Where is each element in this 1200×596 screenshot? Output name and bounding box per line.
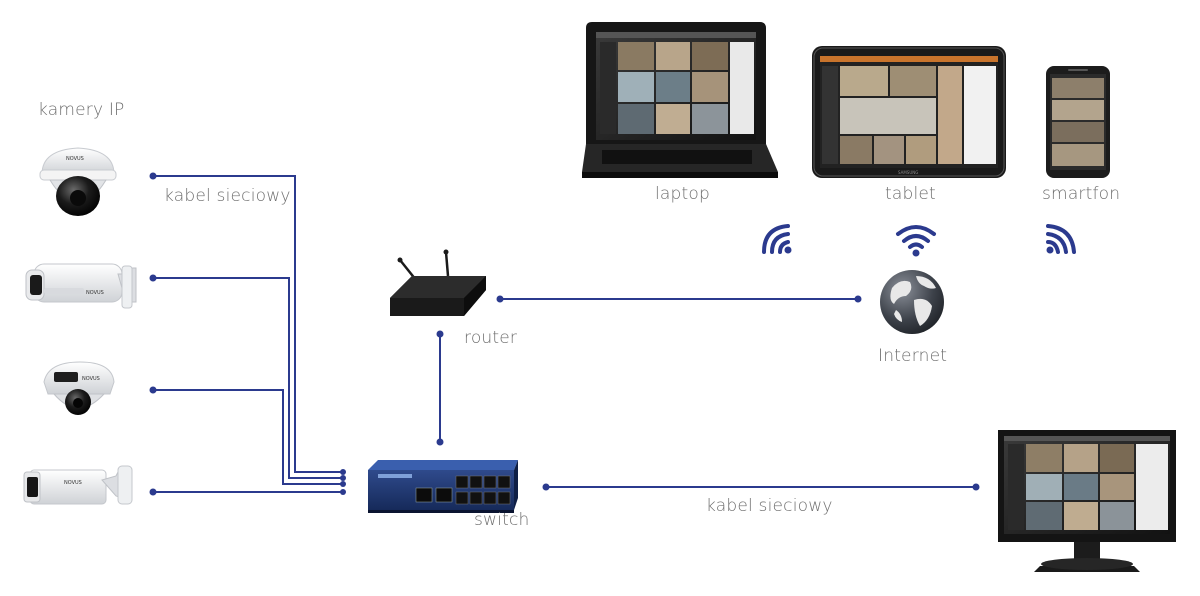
cable-camera-1 bbox=[153, 175, 343, 473]
mini-dome-camera-icon: NOVUS bbox=[43, 361, 115, 415]
wifi-icon bbox=[896, 225, 936, 257]
box-camera-icon: NOVUS bbox=[23, 465, 133, 505]
router-label: router bbox=[464, 328, 518, 348]
bullet-camera-icon: NOVUS bbox=[25, 263, 137, 309]
tablet-label: tablet bbox=[885, 184, 936, 204]
cable-label-top: kabel sieciowy bbox=[164, 186, 291, 206]
laptop-icon bbox=[582, 22, 778, 178]
monitor-screen-grid bbox=[1008, 444, 1168, 530]
tablet-icon: SAMSUNG bbox=[812, 46, 1006, 178]
cable-label-bottom: kabel sieciowy bbox=[706, 496, 833, 516]
globe-icon bbox=[880, 270, 944, 334]
monitor-icon bbox=[998, 430, 1176, 572]
cable-camera-3 bbox=[153, 389, 343, 485]
connection-dots bbox=[149, 172, 980, 496]
cameras-title: kamery IP bbox=[38, 100, 125, 120]
laptop-label: laptop bbox=[655, 184, 710, 204]
svg-text:NOVUS: NOVUS bbox=[64, 480, 82, 486]
internet-label: Internet bbox=[878, 346, 948, 366]
connection-lines bbox=[153, 175, 976, 493]
svg-text:NOVUS: NOVUS bbox=[66, 156, 84, 162]
cable-camera-2 bbox=[153, 277, 343, 479]
laptop-screen-grid bbox=[600, 42, 754, 134]
smartphone-icon bbox=[1046, 66, 1110, 178]
dome-camera-icon: NOVUS bbox=[39, 147, 117, 216]
wifi-icon bbox=[762, 224, 792, 254]
router-icon bbox=[390, 249, 486, 316]
tablet-screen-grid bbox=[822, 66, 996, 164]
svg-text:NOVUS: NOVUS bbox=[82, 376, 100, 382]
smartphone-label: smartfon bbox=[1042, 184, 1121, 204]
switch-label: switch bbox=[474, 510, 530, 530]
svg-text:SAMSUNG: SAMSUNG bbox=[898, 170, 918, 175]
network-switch-icon bbox=[368, 460, 518, 513]
wifi-icon bbox=[1046, 224, 1076, 254]
svg-text:NOVUS: NOVUS bbox=[86, 290, 104, 296]
